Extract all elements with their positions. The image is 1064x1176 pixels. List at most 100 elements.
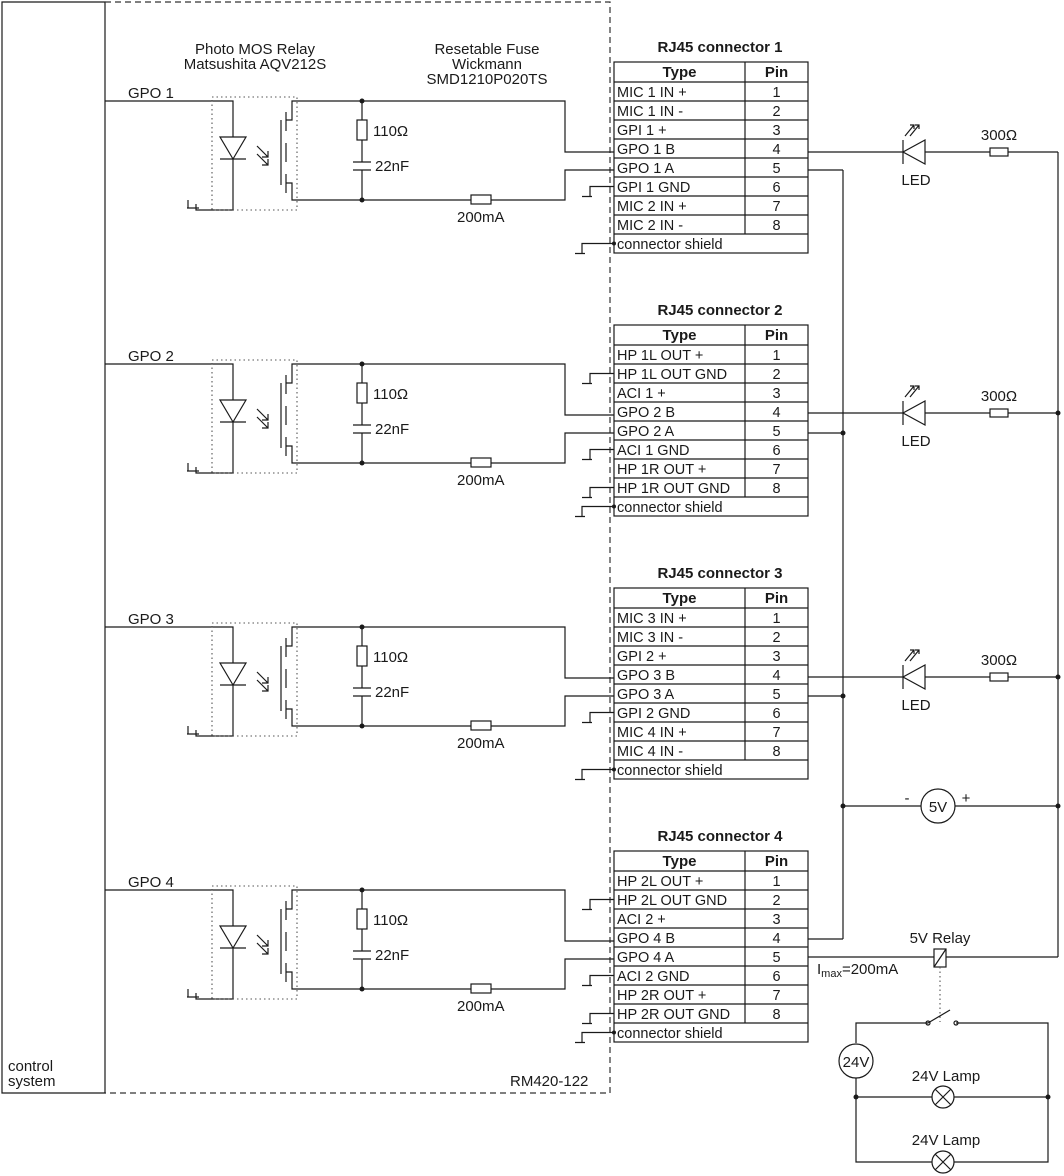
led-indicator-3: 300Ω LED — [808, 649, 1058, 714]
pin-number-cell: 6 — [772, 706, 780, 722]
pin-type-cell: GPO 3 A — [617, 687, 675, 703]
pin-number-cell: 3 — [772, 386, 780, 402]
control-system-frame: control system — [1, 1, 106, 1094]
pin-type-cell: MIC 4 IN - — [617, 744, 683, 760]
voltage-source-icon — [920, 788, 956, 824]
pin-number-cell: 6 — [772, 969, 780, 985]
gpo-label: GPO 3 — [128, 611, 174, 628]
led-label: LED — [901, 433, 930, 450]
resistor-icon — [356, 645, 368, 667]
column-header-pin: Pin — [765, 853, 788, 870]
resistor-label: 110Ω — [373, 386, 408, 403]
column-header-pin: Pin — [765, 590, 788, 607]
fuse-icon — [470, 720, 492, 731]
pin-type-cell: GPO 1 B — [617, 142, 675, 158]
led-resistor-label: 300Ω — [981, 388, 1017, 405]
pin-number-cell: 2 — [772, 630, 780, 646]
column-header-type: Type — [663, 64, 697, 81]
pin-type-cell: GPO 4 A — [617, 950, 675, 966]
control-system-label-1: control — [8, 1058, 53, 1075]
pin-type-cell: MIC 3 IN - — [617, 630, 683, 646]
24v-lamp-circuit: 24V 24V Lamp 24V Lamp — [838, 1009, 1051, 1174]
led-label: LED — [901, 697, 930, 714]
led-label: LED — [901, 172, 930, 189]
5v-relay: 5V Relay Imax=200mA — [808, 930, 1058, 1022]
connector-shield-cell: connector shield — [617, 1026, 723, 1042]
5v-minus-label: - — [905, 790, 910, 807]
ground-icon — [582, 486, 614, 499]
lamp-label-1: 24V Lamp — [912, 1068, 980, 1085]
pin-number-cell: 8 — [772, 744, 780, 760]
capacitor-icon — [353, 424, 371, 434]
resistor-icon — [989, 672, 1009, 682]
5v-source-label: 5V — [929, 799, 947, 816]
led-resistor-label: 300Ω — [981, 652, 1017, 669]
ground-icon — [187, 200, 199, 209]
pin-type-cell: GPI 1 GND — [617, 180, 690, 196]
pin-number-cell: 5 — [772, 687, 780, 703]
pin-number-cell: 8 — [772, 218, 780, 234]
pin-type-cell: ACI 1 GND — [617, 443, 690, 459]
module-label: RM420-122 — [510, 1073, 588, 1090]
column-header-type: Type — [663, 327, 697, 344]
photomos-relay-icon — [218, 662, 248, 687]
connector-title: RJ45 connector 1 — [657, 39, 782, 56]
ground-icon — [582, 898, 614, 911]
pin-number-cell: 4 — [772, 668, 780, 684]
pin-type-cell: MIC 4 IN + — [617, 725, 687, 741]
switch-icon — [927, 1009, 951, 1024]
pin-type-cell: GPI 1 + — [617, 123, 667, 139]
pin-type-cell: GPO 2 A — [617, 424, 675, 440]
led-icon — [901, 663, 926, 691]
connector-title: RJ45 connector 3 — [657, 565, 782, 582]
led-resistor-label: 300Ω — [981, 127, 1017, 144]
control-system-label-2: system — [8, 1073, 56, 1090]
photomos-relay-icon — [218, 136, 248, 161]
resistor-label: 110Ω — [373, 123, 408, 140]
resistor-icon — [356, 119, 368, 141]
pin-type-cell: GPI 2 + — [617, 649, 667, 665]
pin-number-cell: 7 — [772, 725, 780, 741]
pin-number-cell: 4 — [772, 931, 780, 947]
pin-type-cell: HP 1R OUT GND — [617, 481, 730, 497]
pin-type-cell: GPO 1 A — [617, 161, 675, 177]
pin-type-cell: GPO 3 B — [617, 668, 675, 684]
fuse-icon — [470, 983, 492, 994]
resistor-icon — [356, 908, 368, 930]
capacitor-icon — [353, 161, 371, 171]
ground-icon — [575, 768, 614, 781]
pin-type-cell: GPI 2 GND — [617, 706, 690, 722]
pin-type-cell: MIC 2 IN - — [617, 218, 683, 234]
pin-number-cell: 2 — [772, 367, 780, 383]
capacitor-label: 22nF — [375, 158, 409, 175]
photomos-relay-icon — [218, 925, 248, 950]
pin-number-cell: 2 — [772, 104, 780, 120]
pin-number-cell: 8 — [772, 1007, 780, 1023]
pin-number-cell: 6 — [772, 180, 780, 196]
ground-icon — [582, 448, 614, 461]
capacitor-icon — [353, 950, 371, 960]
fuse-title-line2: Wickmann — [452, 56, 522, 73]
resistor-label: 110Ω — [373, 649, 408, 666]
lamp-icon — [931, 1150, 955, 1174]
fuse-label: 200mA — [457, 472, 505, 489]
pin-number-cell: 3 — [772, 123, 780, 139]
connector-title: RJ45 connector 2 — [657, 302, 782, 319]
component-titles: Photo MOS Relay Matsushita AQV212S Reset… — [184, 41, 548, 88]
ground-icon — [575, 1031, 614, 1044]
led-indicator-2: 300Ω LED — [808, 385, 1058, 450]
pin-number-cell: 8 — [772, 481, 780, 497]
ground-icon — [582, 1012, 614, 1025]
capacitor-icon — [353, 687, 371, 697]
pin-number-cell: 5 — [772, 424, 780, 440]
column-header-type: Type — [663, 853, 697, 870]
imax-label: Imax=200mA — [817, 961, 898, 980]
ground-icon — [582, 372, 614, 385]
ground-icon — [582, 974, 614, 987]
